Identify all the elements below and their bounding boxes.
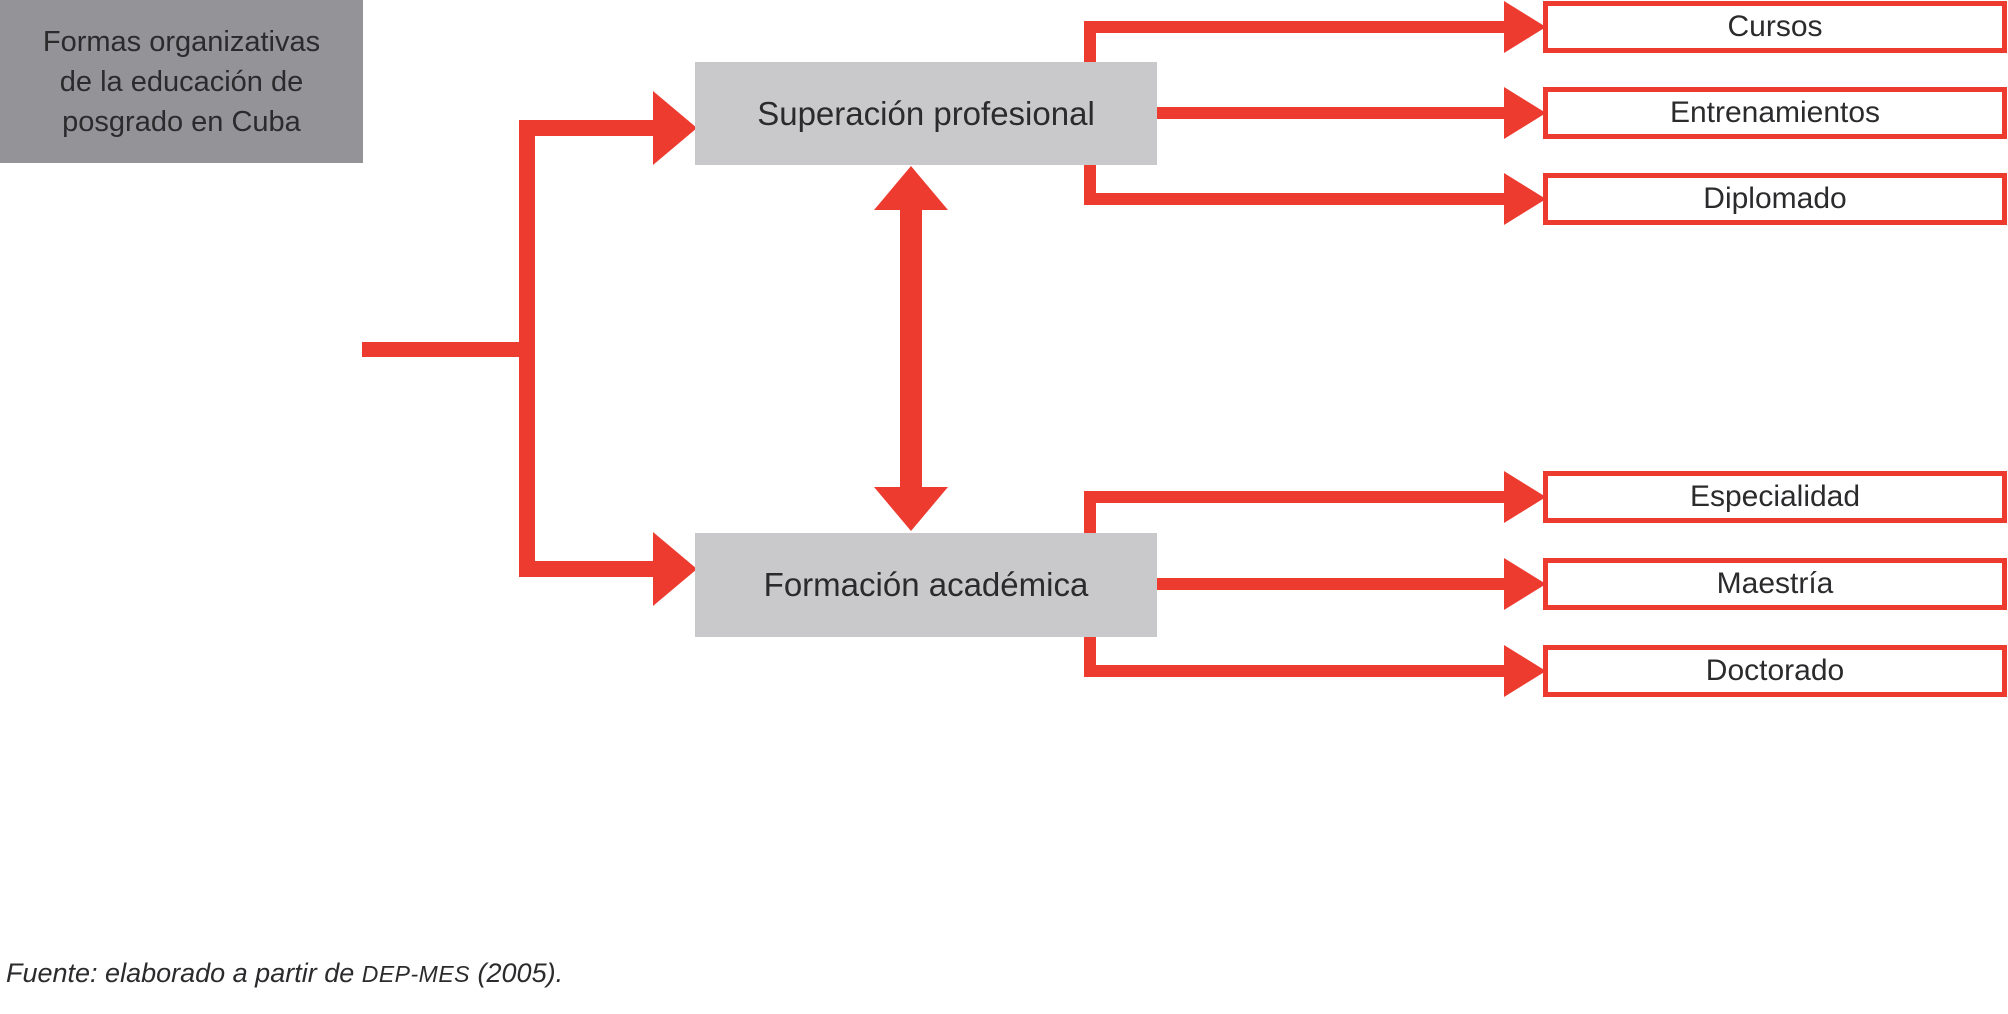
connector-to-superacion [519,120,655,136]
node-entrenamientos: Entrenamientos [1543,87,2007,139]
node-doctorado: Doctorado [1543,645,2007,697]
node-label: Formación académica [763,566,1089,603]
connector-to-maestria [1157,578,1506,590]
arrow-right-icon [1504,87,1546,139]
node-label: Diplomado [1703,182,1847,215]
connector-to-cursos [1084,21,1506,33]
double-arrow-shaft [900,205,922,492]
arrow-right-icon [1504,1,1546,53]
node-label: Doctorado [1705,654,1845,687]
source-note: Fuente: elaborado a partir de DEP-MES (2… [6,958,563,989]
connector-to-entrenamientos [1157,107,1506,119]
node-especialidad: Especialidad [1543,471,2007,523]
connector-root-horizontal [362,342,535,357]
source-note-acronym: DEP-MES [361,961,471,987]
arrow-right-icon [653,532,697,606]
arrow-right-icon [653,91,697,165]
node-root-label: Formas organizativas de la educación de … [42,25,321,138]
arrow-up-icon [874,166,948,210]
node-label: Especialidad [1689,480,1861,513]
connector-to-doctorado [1084,665,1506,677]
node-label: Entrenamientos [1669,96,1881,129]
node-label: Cursos [1727,10,1823,43]
connector-to-formacion [519,561,655,577]
arrow-down-icon [874,487,948,531]
node-formacion-academica: Formación académica [695,533,1157,637]
node-root: Formas organizativas de la educación de … [0,0,363,163]
connector-to-especialidad [1084,491,1506,503]
node-label: Maestría [1716,567,1834,600]
arrow-right-icon [1504,471,1546,523]
arrow-right-icon [1504,645,1546,697]
source-note-suffix: (2005). [470,958,564,988]
arrow-right-icon [1504,173,1546,225]
node-superacion-profesional: Superación profesional [695,62,1157,165]
arrow-right-icon [1504,558,1546,610]
connector-to-diplomado [1084,193,1506,205]
node-maestria: Maestría [1543,558,2007,610]
connector-trunk-vertical [519,120,535,577]
source-note-prefix: Fuente: elaborado a partir de [6,958,362,988]
node-cursos: Cursos [1543,1,2007,53]
node-diplomado: Diplomado [1543,173,2007,225]
node-label: Superación profesional [757,94,1095,132]
